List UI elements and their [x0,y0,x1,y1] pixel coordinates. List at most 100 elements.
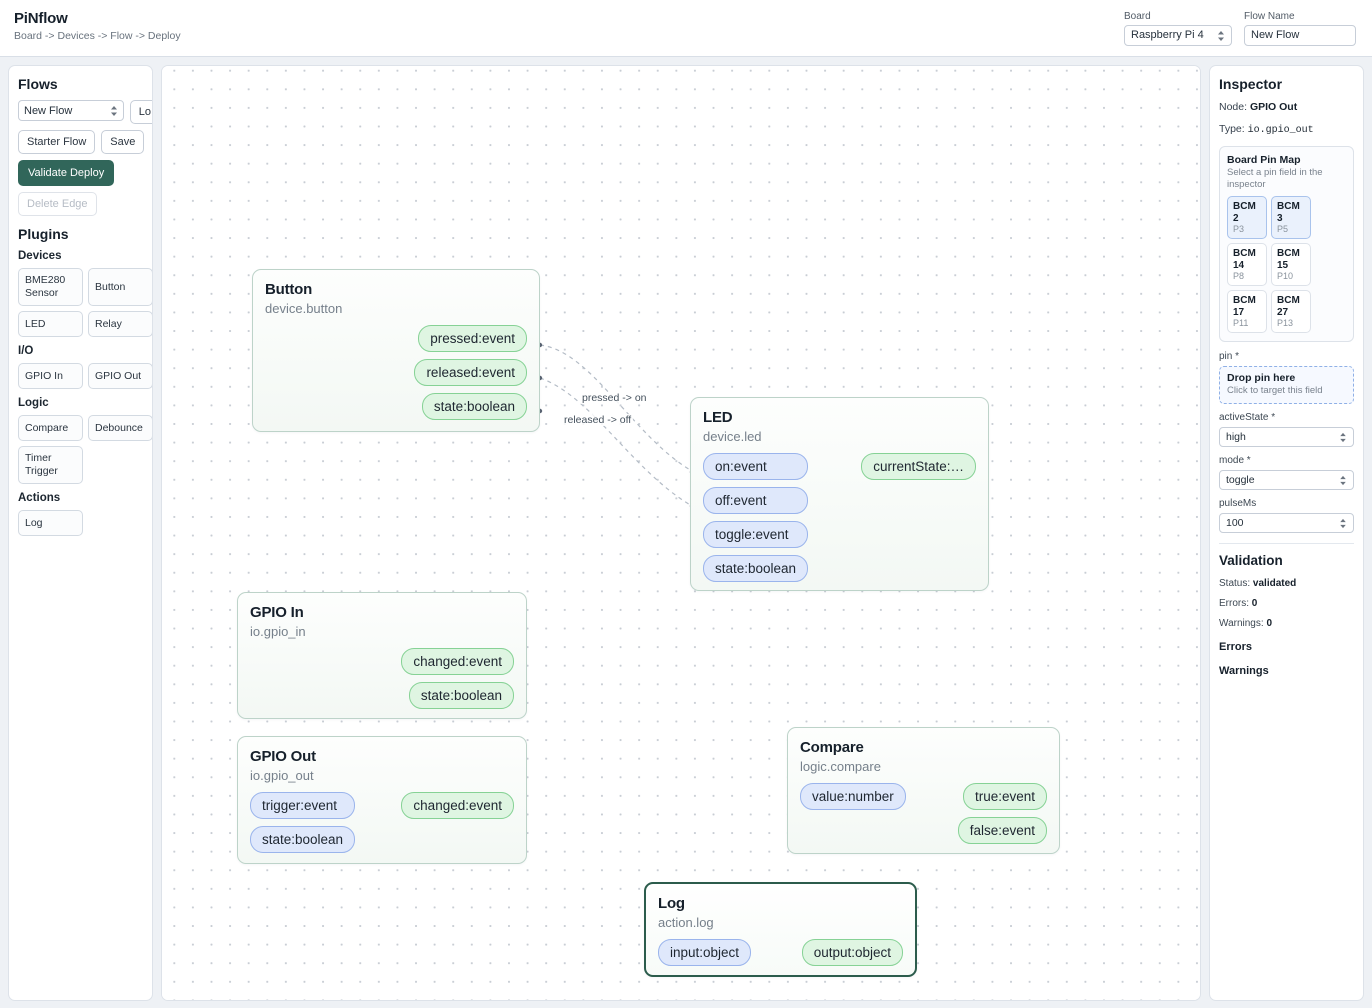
palette-item-button[interactable]: Button [88,268,152,306]
port-trigger-event[interactable]: trigger:event [250,792,356,819]
validation-heading: Validation [1219,553,1283,568]
pin-bcm-label: BCM 3 [1277,201,1300,224]
active-state-value: high [1226,431,1246,443]
palette-item-gpio-out[interactable]: GPIO Out [88,363,152,389]
pin-bcm-14[interactable]: BCM 14 P8 [1227,243,1267,286]
palette-item-compare[interactable]: Compare [18,415,83,441]
active-state-label: activeState * [1219,412,1276,423]
palette-logic: Compare Debounce Timer Trigger [18,415,152,484]
port-state-boolean[interactable]: state:boolean [250,826,356,853]
errors-value: 0 [1251,598,1258,609]
delete-edge-button[interactable]: Delete Edge [18,192,97,216]
type-label: Type: [1219,123,1245,135]
errors-heading: Errors [1219,641,1253,653]
mode-select[interactable]: toggle [1219,470,1354,490]
flow-select[interactable]: New Flow [18,100,124,121]
validation-status: Status: validated [1219,577,1354,590]
dropzone-title: Drop pin here [1227,372,1296,384]
flow-canvas[interactable]: pressed -> on released -> off Button dev… [162,66,1200,1000]
save-button[interactable]: Save [101,130,145,154]
node-value: GPIO Out [1249,101,1298,113]
pin-phys-label: P8 [1233,271,1245,281]
pin-bcm-27[interactable]: BCM 27 P13 [1271,290,1311,333]
palette-actions: Log [18,510,152,536]
board-select[interactable]: Raspberry Pi 4 [1124,25,1232,46]
palette-io: GPIO In GPIO Out [18,363,152,389]
output-ports: pressed:event released:event state:boole… [414,325,527,420]
warnings-label: Warnings: [1219,618,1264,629]
port-value-number[interactable]: value:number [800,783,906,810]
pin-bcm-label: BCM 14 [1233,248,1256,271]
input-ports: trigger:event state:boolean [250,792,356,853]
active-state-select[interactable]: high [1219,427,1354,447]
port-released-event[interactable]: released:event [414,359,527,386]
pin-bcm-15[interactable]: BCM 15 P10 [1271,243,1311,286]
group-title-io: I/O [18,345,34,357]
node-ports: pressed:event released:event state:boole… [265,325,527,420]
flow-actions-row: Starter Flow Save [18,130,152,154]
port-off-event[interactable]: off:event [703,487,809,514]
port-state-boolean[interactable]: state:boolean [703,555,809,582]
group-title-devices: Devices [18,250,62,262]
node-gpio-in[interactable]: GPIO In io.gpio_in changed:event state:b… [237,592,527,719]
dropzone-subtitle: Click to target this field [1227,385,1323,396]
pin-phys-label: P11 [1233,318,1249,328]
starter-flow-button[interactable]: Starter Flow [18,130,96,154]
flow-canvas-container[interactable]: pressed -> on released -> off Button dev… [161,65,1201,1001]
palette-item-led[interactable]: LED [18,311,83,337]
node-ports: trigger:event state:boolean changed:even… [250,792,514,853]
node-ports: on:event off:event toggle:event state:bo… [703,453,976,582]
input-ports: on:event off:event toggle:event state:bo… [703,453,809,582]
port-pressed-event[interactable]: pressed:event [418,325,527,352]
port-output-object[interactable]: output:object [801,939,903,966]
divider [1219,543,1354,544]
pin-map-title: Board Pin Map [1227,154,1301,166]
palette-item-debounce[interactable]: Debounce [88,415,152,441]
port-state-boolean[interactable]: state:boolean [408,682,514,709]
inspector-heading: Inspector [1219,76,1283,92]
node-button[interactable]: Button device.button pressed:event relea… [252,269,540,432]
stepper-icon[interactable] [1339,518,1347,529]
palette-item-bme280-sensor[interactable]: BME280 Sensor [18,268,83,306]
palette-item-log[interactable]: Log [18,510,83,536]
edge-pressed-on[interactable] [539,344,693,472]
node-title: Button [265,281,313,298]
pin-dropzone[interactable]: Drop pin here Click to target this field [1219,366,1354,404]
validate-row: Validate Deploy [18,160,152,186]
port-changed-event[interactable]: changed:event [401,648,514,675]
pin-bcm-3[interactable]: BCM 3 P5 [1271,196,1311,239]
port-false-event[interactable]: false:event [957,817,1047,844]
validation-errors-count: Errors: 0 [1219,597,1354,610]
palette-item-relay[interactable]: Relay [88,311,152,337]
port-state-boolean[interactable]: state:boolean [421,393,527,420]
palette-item-gpio-in[interactable]: GPIO In [18,363,83,389]
pulse-ms-input[interactable]: 100 [1219,513,1354,533]
node-ports: changed:event state:boolean [250,648,514,709]
node-type: action.log [658,915,714,930]
pin-bcm-label: BCM 15 [1277,248,1300,271]
flow-name-input[interactable]: New Flow [1244,25,1356,46]
node-log[interactable]: Log action.log input:object output:objec… [644,882,917,977]
flow-select-row: New Flow Lo [18,100,152,124]
node-gpio-out[interactable]: GPIO Out io.gpio_out trigger:event state… [237,736,527,864]
load-flow-button[interactable]: Lo [129,100,152,124]
app-header: PiNflow Board -> Devices -> Flow -> Depl… [0,0,1372,57]
node-compare[interactable]: Compare logic.compare value:number true:… [787,727,1060,854]
chevron-updown-icon [110,105,118,117]
pin-bcm-17[interactable]: BCM 17 P11 [1227,290,1267,333]
validate-deploy-button[interactable]: Validate Deploy [18,160,115,186]
status-value: validated [1252,578,1297,589]
inspector-node-line: Node: GPIO Out [1219,101,1354,114]
port-changed-event[interactable]: changed:event [401,792,514,819]
port-currentstate[interactable]: currentState:… [861,453,976,480]
port-true-event[interactable]: true:event [962,783,1047,810]
port-toggle-event[interactable]: toggle:event [703,521,809,548]
node-led[interactable]: LED device.led on:event off:event toggle… [690,397,989,591]
port-on-event[interactable]: on:event [703,453,809,480]
pin-bcm-2[interactable]: BCM 2 P3 [1227,196,1267,239]
port-input-object[interactable]: input:object [658,939,752,966]
edge-label-pressed-on: pressed -> on [580,392,649,404]
palette-item-timer-trigger[interactable]: Timer Trigger [18,446,83,484]
node-label: Node: [1219,101,1248,113]
